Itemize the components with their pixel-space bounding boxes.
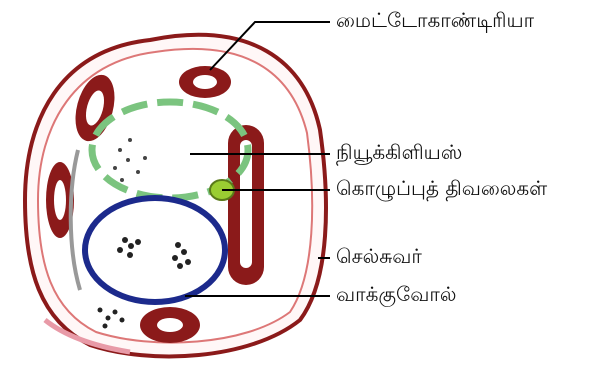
- vacuole: [85, 198, 225, 302]
- label-plastids: கொழுப்புத் திவலைகள்: [336, 176, 547, 203]
- label-vacuole: வாக்குவோல்: [336, 282, 456, 309]
- mitochondrion-top: [179, 66, 231, 98]
- label-cell-wall: செல்சுவர்: [336, 244, 422, 271]
- label-nucleus: நியூக்கிளியஸ்: [336, 140, 462, 167]
- label-mitochondria: மைட்டோகாண்டிரியா: [336, 8, 534, 35]
- mitochondrion-bottom: [140, 307, 200, 343]
